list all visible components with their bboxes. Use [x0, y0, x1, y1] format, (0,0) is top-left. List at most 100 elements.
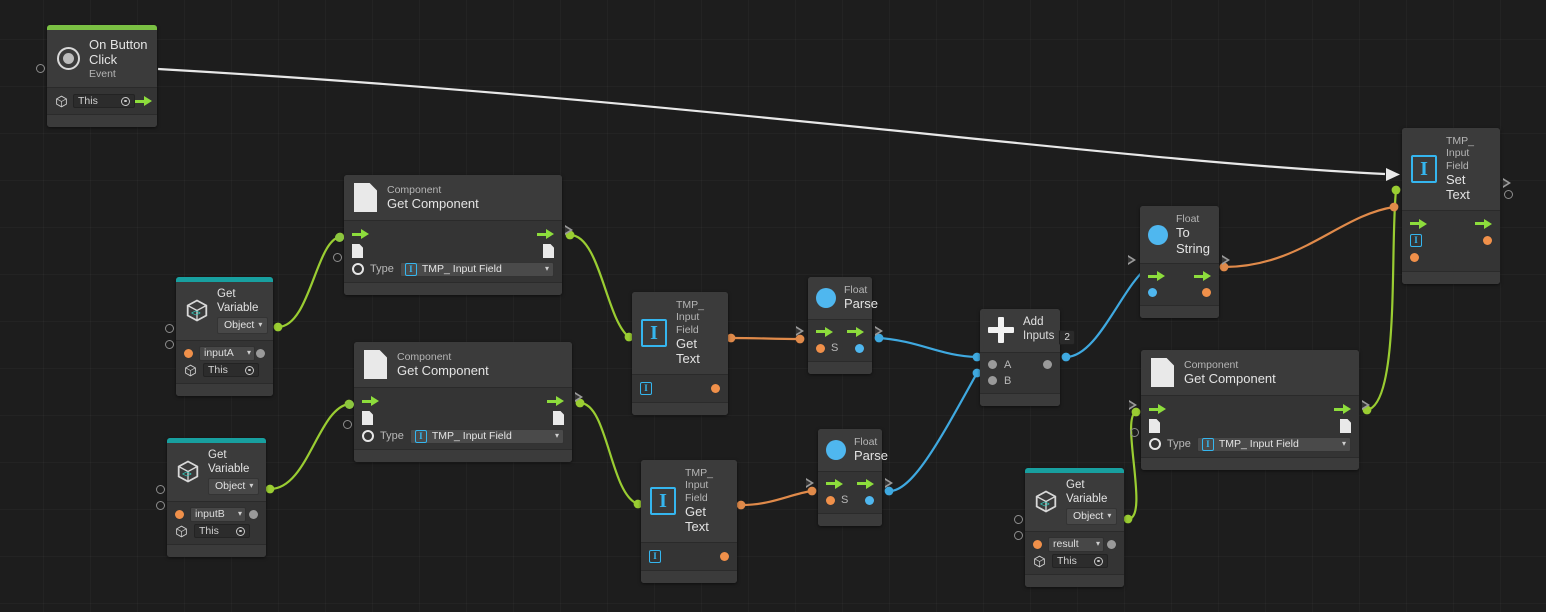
- target-field[interactable]: This: [194, 524, 250, 538]
- type-input-connector[interactable]: [1130, 428, 1139, 437]
- target-field[interactable]: This: [1052, 554, 1108, 568]
- flow-input-connector[interactable]: [796, 321, 804, 336]
- node-get-variable-inputb[interactable]: <> Get Variable Object▾ inputB▾: [156, 438, 266, 557]
- target-picker-icon[interactable]: [245, 365, 254, 375]
- flow-output-connector[interactable]: [1362, 395, 1370, 410]
- flow-row[interactable]: [808, 324, 872, 340]
- flow-row[interactable]: [818, 476, 882, 492]
- object-row[interactable]: [354, 409, 572, 427]
- target-picker-icon[interactable]: [1094, 556, 1103, 566]
- variable-name-row[interactable]: result▾: [1025, 536, 1124, 553]
- text-output-port[interactable]: [711, 383, 720, 393]
- value-row[interactable]: S: [818, 492, 882, 509]
- target-object-input-port[interactable]: [335, 233, 344, 242]
- string-output-port[interactable]: [1202, 288, 1211, 298]
- variable-output-port[interactable]: [1107, 539, 1116, 549]
- float-output-port[interactable]: [865, 495, 874, 505]
- variable-name-row[interactable]: inputA▾: [176, 345, 273, 362]
- flow-input-connector[interactable]: [806, 473, 814, 488]
- flow-output-arrow-icon[interactable]: [547, 396, 564, 406]
- node-float-parse-top[interactable]: Float Parse S: [796, 277, 883, 374]
- flow-row[interactable]: [354, 393, 572, 409]
- flow-input-arrow-icon[interactable]: [1148, 271, 1165, 282]
- type-row[interactable]: Type I TMP_ Input Field ▾: [354, 427, 572, 445]
- object-row[interactable]: [344, 242, 562, 260]
- type-input-connector[interactable]: [343, 420, 352, 429]
- type-dropdown[interactable]: I TMP_ Input Field ▾: [1196, 436, 1351, 452]
- flow-input-connector[interactable]: [1129, 395, 1137, 410]
- type-dropdown[interactable]: I TMP_ Input Field ▾: [409, 428, 564, 444]
- flow-input-arrow-icon[interactable]: [1410, 218, 1427, 229]
- variable-output-port[interactable]: [256, 348, 265, 358]
- variable-name-input-port[interactable]: [165, 324, 174, 333]
- target-input-port[interactable]: [1014, 531, 1023, 540]
- node-get-component-right[interactable]: Component Get Component Type I TMP_ Inpu…: [1129, 350, 1370, 470]
- port-b-row[interactable]: B: [980, 373, 1060, 389]
- node-get-variable-result[interactable]: <> Get Variable Object▾ result▾: [1014, 468, 1124, 587]
- type-input-port[interactable]: [352, 263, 364, 275]
- target-picker-icon[interactable]: [121, 96, 130, 106]
- port-b-input[interactable]: [988, 376, 997, 386]
- inputs-count-field[interactable]: 2: [1059, 329, 1075, 345]
- string-input-port[interactable]: [826, 495, 835, 505]
- target-input-port[interactable]: [36, 64, 45, 73]
- value-row[interactable]: [1140, 284, 1219, 301]
- target-row[interactable]: This: [167, 523, 266, 540]
- flow-output-connector[interactable]: [1222, 250, 1230, 265]
- tmp-target-icon[interactable]: I: [649, 549, 661, 563]
- flow-row[interactable]: [344, 226, 562, 242]
- target-row[interactable]: I: [632, 380, 728, 397]
- flow-output-arrow-icon[interactable]: [1475, 218, 1492, 229]
- tmp-target-icon[interactable]: I: [640, 381, 652, 395]
- target-row[interactable]: This: [176, 362, 273, 379]
- node-get-variable-inputa[interactable]: <> Get Variable Object▾ inputA▾: [165, 277, 273, 396]
- node-float-to-string[interactable]: Float To String: [1128, 206, 1230, 319]
- target-field[interactable]: This: [73, 94, 135, 109]
- flow-output-arrow-icon[interactable]: [1334, 404, 1351, 414]
- scope-dropdown[interactable]: Object▾: [1066, 508, 1118, 525]
- text-input-port[interactable]: [1410, 252, 1419, 262]
- flow-input-arrow-icon[interactable]: [352, 229, 369, 239]
- node-get-text-bottom[interactable]: I TMP_ Input Field Get Text I: [641, 460, 737, 583]
- port-a-input[interactable]: [988, 360, 997, 370]
- node-get-component-mid[interactable]: Component Get Component Type I TMP_ Inpu…: [343, 342, 583, 462]
- target-document-icon[interactable]: [1149, 419, 1160, 433]
- node-on-button-click[interactable]: On Button Click Event This: [36, 25, 157, 128]
- type-row[interactable]: Type I TMP_ Input Field ▾: [1141, 435, 1359, 453]
- flow-input-arrow-icon[interactable]: [816, 326, 833, 337]
- target-input-port[interactable]: [165, 340, 174, 349]
- scope-dropdown[interactable]: Object▾: [208, 478, 260, 495]
- flow-output-connector[interactable]: [565, 220, 573, 235]
- target-row[interactable]: This: [47, 93, 157, 109]
- port-a-row[interactable]: A: [980, 357, 1060, 373]
- variable-value-port[interactable]: [175, 509, 184, 519]
- type-input-port[interactable]: [362, 430, 374, 442]
- flow-output-connector[interactable]: [575, 387, 583, 402]
- target-document-icon[interactable]: [362, 411, 373, 425]
- result-document-icon[interactable]: [543, 244, 554, 258]
- variable-value-port[interactable]: [1033, 539, 1042, 549]
- target-field[interactable]: This: [203, 363, 259, 377]
- target-picker-icon[interactable]: [236, 526, 245, 536]
- node-get-component-top[interactable]: Component Get Component Type I TMP_ Inpu…: [333, 175, 573, 295]
- float-input-port[interactable]: [1148, 288, 1157, 298]
- variable-name-dropdown[interactable]: inputA▾: [199, 345, 255, 361]
- variable-name-row[interactable]: inputB▾: [167, 506, 266, 523]
- result-document-icon[interactable]: [553, 411, 564, 425]
- text-output-port[interactable]: [1483, 235, 1492, 245]
- target-row[interactable]: I: [1402, 232, 1500, 249]
- variable-name-input-port[interactable]: [1014, 515, 1023, 524]
- node-get-text-top[interactable]: I TMP_ Input Field Get Text I: [632, 292, 728, 415]
- flow-output-arrow-icon[interactable]: [537, 229, 554, 239]
- target-row[interactable]: This: [1025, 553, 1124, 570]
- flow-row[interactable]: [1141, 401, 1359, 417]
- flow-output-connector[interactable]: [875, 321, 883, 336]
- flow-row[interactable]: [1140, 268, 1219, 284]
- scope-dropdown[interactable]: Object▾: [217, 317, 269, 334]
- flow-output-arrow-icon[interactable]: [1194, 271, 1211, 282]
- variable-output-port[interactable]: [249, 509, 258, 519]
- type-dropdown[interactable]: I TMP_ Input Field ▾: [399, 261, 554, 277]
- variable-name-dropdown[interactable]: inputB▾: [190, 506, 246, 522]
- variable-name-input-port[interactable]: [156, 485, 165, 494]
